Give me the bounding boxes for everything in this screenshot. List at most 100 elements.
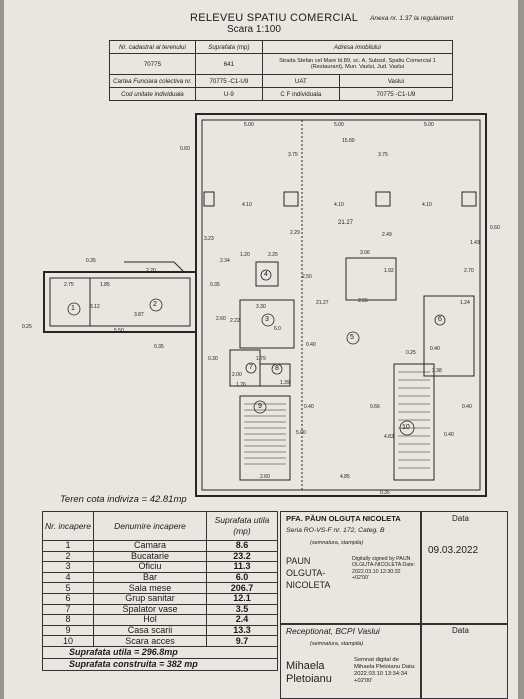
dimension-label: 2.00 [232, 372, 242, 378]
dimension-label: 2.34 [220, 258, 230, 264]
dimension-label: 4.10 [334, 202, 344, 208]
room-area-cell: 6.0 [206, 571, 278, 584]
dimension-label: 2.25 [268, 252, 278, 258]
pfa-date-box [420, 511, 508, 625]
dimension-label: 6.0 [274, 326, 281, 332]
dimension-label: 2.49 [382, 232, 392, 238]
dimension-label: 0.25 [406, 350, 416, 356]
room-name-cell: Bar [93, 571, 207, 584]
stair-enclosure [239, 395, 291, 481]
dimension-label: 5.00 [244, 122, 254, 128]
room-area-cell: 23.2 [206, 550, 278, 563]
col-header-area: Suprafata utila (mp) [206, 511, 278, 541]
room-number-cell: 10 [42, 635, 94, 647]
room-marker [253, 400, 267, 414]
built-area-total: Suprafata construita = 382 mp [42, 657, 278, 671]
dimension-label: 3.75 [378, 152, 388, 158]
pfa-signature-name: PAUN OLGUTA-NICOLETA [286, 556, 331, 590]
office-wall [239, 299, 295, 349]
scale-label: Scara 1:100 [227, 24, 281, 35]
dimension-label: 1.92 [384, 268, 394, 274]
room-name-cell: Grup sanitar [93, 592, 207, 605]
reception-signature-name: Mihaela Pletoianu [286, 660, 332, 685]
access-stair-enclosure [393, 363, 435, 481]
room-marker [67, 302, 81, 316]
dimension-label: 1.76 [236, 382, 246, 388]
inner-wall [201, 119, 481, 491]
annex-inner-wall [49, 277, 191, 327]
room-number-cell: 8 [42, 614, 94, 626]
rooms-table: Nr. incapere Denumire incapere Suprafata… [42, 511, 278, 671]
document-title: RELEVEU SPATIU COMERCIAL [190, 12, 359, 24]
dimension-label: 4.10 [242, 202, 252, 208]
pfa-box [280, 511, 422, 625]
room-number-cell: 7 [42, 603, 94, 616]
dimension-label: 0.60 [180, 146, 190, 152]
room-number-cell: 2 [42, 550, 94, 563]
dimension-label: 2.50 [302, 274, 312, 280]
floor-plan [43, 113, 487, 497]
room-name-cell: Sala mese [93, 582, 207, 594]
dimension-label: 1.85 [100, 282, 110, 288]
dimension-label: 0.40 [304, 404, 314, 410]
room-name-cell: Scara acces [93, 635, 207, 647]
room-number-cell: 6 [42, 592, 94, 605]
cadastral-info-table: Nr. cadastral al terenului Suprafata (mp… [109, 40, 454, 101]
dimension-label: 1.79 [256, 356, 266, 362]
room-number: 5 [350, 334, 354, 341]
dimension-label: 3.23 [204, 236, 214, 242]
room-number: 1 [71, 305, 75, 312]
pfa-name: PFA. PĂUN OLGUȚA NICOLETA [286, 514, 401, 523]
pfa-date-label: Data [452, 514, 469, 523]
room-marker [434, 314, 446, 326]
room-area-cell: 12.1 [206, 592, 278, 605]
toilet-wall [423, 295, 475, 377]
room-number-cell: 5 [42, 582, 94, 594]
annex-label: Anexa nr. 1.37 la regulament [370, 15, 454, 22]
cf-individual-value: 70775 -C1-U9 [338, 87, 454, 101]
dimension-label: 1.43 [470, 240, 480, 246]
bar-wall [255, 261, 279, 287]
dimension-label: 3.06 [360, 250, 370, 256]
room-number-cell: 4 [42, 571, 94, 584]
pfa-series: Seria RO-VS-F nr. 172, Categ. B [286, 527, 385, 534]
room-number: 9 [258, 403, 262, 410]
col-header-number: Nr. incapere [42, 511, 94, 541]
room-number: 7 [249, 364, 253, 371]
column [283, 191, 299, 207]
dimension-label: 0.40 [306, 342, 316, 348]
dimension-label: 3.75 [288, 152, 298, 158]
dimension-label: 3.87 [134, 312, 144, 318]
reception-signature-text: Semnat digital de Mihaela Pletoianu Data… [354, 657, 416, 684]
reception-signature-caption: (semnatura, stampila) [310, 641, 364, 647]
dimension-label: 5.00 [296, 430, 306, 436]
room-marker [245, 362, 257, 374]
room-area-cell: 206.7 [206, 582, 278, 594]
annex-wall [43, 271, 197, 333]
room-area-cell: 11.3 [206, 561, 278, 573]
reception-date-label: Data [452, 626, 469, 635]
room-name-cell: Spalator vase [93, 603, 207, 616]
room-marker [260, 269, 272, 281]
dimension-label: 3.12 [90, 304, 100, 310]
dimension-label: 0.40 [430, 346, 440, 352]
dimension-label: 15.80 [342, 138, 355, 144]
room-marker [346, 331, 360, 345]
dimension-label: 0.25 [22, 324, 32, 330]
dimension-label: 2.75 [64, 282, 74, 288]
column [461, 191, 477, 207]
counter-wall [345, 257, 397, 301]
dimension-label: 2.60 [260, 474, 270, 480]
dimension-label: 0.40 [444, 432, 454, 438]
dimension-label: 5.50 [114, 328, 124, 334]
room-area-cell: 3.5 [206, 603, 278, 616]
room-area-cell: 2.4 [206, 614, 278, 626]
room-number: 4 [264, 271, 268, 278]
dimension-label: 2.70 [464, 268, 474, 274]
